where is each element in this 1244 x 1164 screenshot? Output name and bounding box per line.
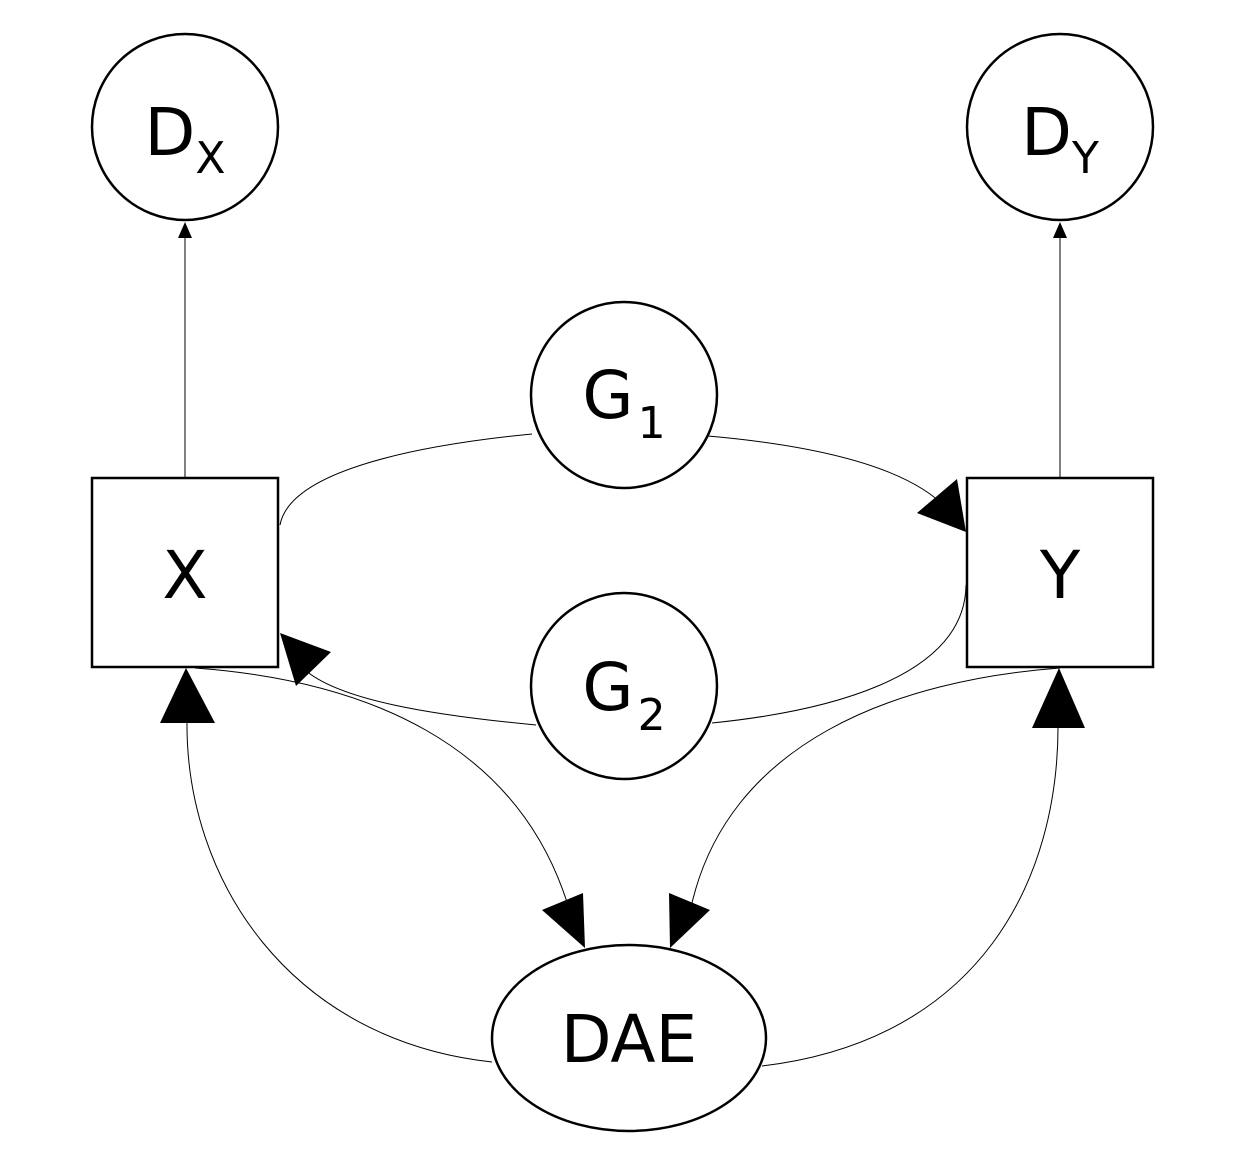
node-g1-label: G1 <box>582 357 665 449</box>
node-dae-label: DAE <box>561 1001 698 1078</box>
node-y[interactable]: Y <box>965 476 1155 669</box>
node-dae[interactable]: DAE <box>490 943 768 1133</box>
node-dx-circle <box>90 32 280 222</box>
edge-x-to-dae <box>194 667 571 913</box>
node-g2-circle <box>529 591 719 781</box>
node-x-label: X <box>162 537 207 614</box>
edge-dae-to-x <box>186 719 493 1063</box>
edges <box>184 234 1061 1067</box>
arrowhead-dy <box>1053 222 1067 238</box>
arrowhead-dae-from-x <box>542 893 585 948</box>
edge-x-to-y-via-g1 <box>279 433 533 526</box>
node-g1-circle <box>529 300 719 490</box>
node-y-label: Y <box>1039 537 1081 614</box>
edge-dae-to-y <box>761 719 1059 1067</box>
arrowhead-x-from-g2 <box>280 633 331 686</box>
edge-g2-to-x <box>304 669 537 726</box>
node-g2-label: G2 <box>582 649 665 741</box>
node-x[interactable]: X <box>90 476 280 669</box>
node-g2[interactable]: G2 <box>529 591 719 781</box>
node-dy[interactable]: DY <box>965 32 1155 222</box>
node-dy-label: DY <box>1021 94 1099 184</box>
edge-y-to-x-via-g2 <box>711 584 967 724</box>
arrowhead-dx <box>178 222 192 238</box>
node-g1[interactable]: G1 <box>529 300 719 490</box>
edge-y-to-dae <box>689 667 1061 913</box>
arrowhead-y-from-g1 <box>917 479 966 532</box>
node-x-box <box>90 476 280 669</box>
node-dx-label: DX <box>145 94 226 184</box>
arrowhead-dae-from-y <box>669 893 710 948</box>
arrowheads <box>160 222 1085 948</box>
node-dx[interactable]: DX <box>90 32 280 222</box>
node-y-box <box>965 476 1155 669</box>
edge-g1-to-y <box>707 435 951 513</box>
arrowhead-y-from-dae <box>1032 668 1085 728</box>
node-dae-ellipse <box>490 943 768 1133</box>
arrowhead-x-from-dae <box>160 668 215 723</box>
node-dy-circle <box>965 32 1155 222</box>
